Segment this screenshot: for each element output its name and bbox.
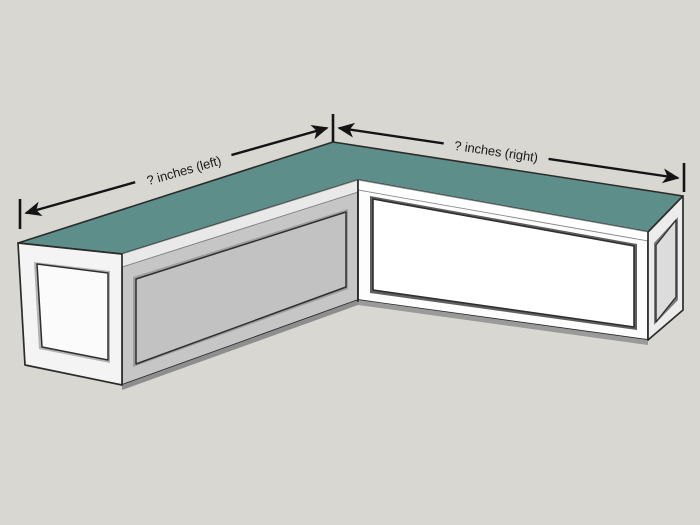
right-bench-group <box>357 179 649 345</box>
right-end-cap-group <box>647 195 684 341</box>
right-end-cap-inset <box>655 219 677 323</box>
right-bench-bottom-edge <box>358 300 648 345</box>
left-dimension-label-backdrop <box>133 148 235 194</box>
right-bench-panel-inset <box>372 198 635 328</box>
left-bench-group <box>121 179 359 390</box>
left-bench-panel-inset <box>135 211 347 365</box>
left-end-cap-group <box>17 242 123 386</box>
right-dimension-label-backdrop <box>442 135 550 169</box>
left-end-cap-inset <box>36 263 109 361</box>
left-bench-bottom-edge <box>122 300 358 390</box>
